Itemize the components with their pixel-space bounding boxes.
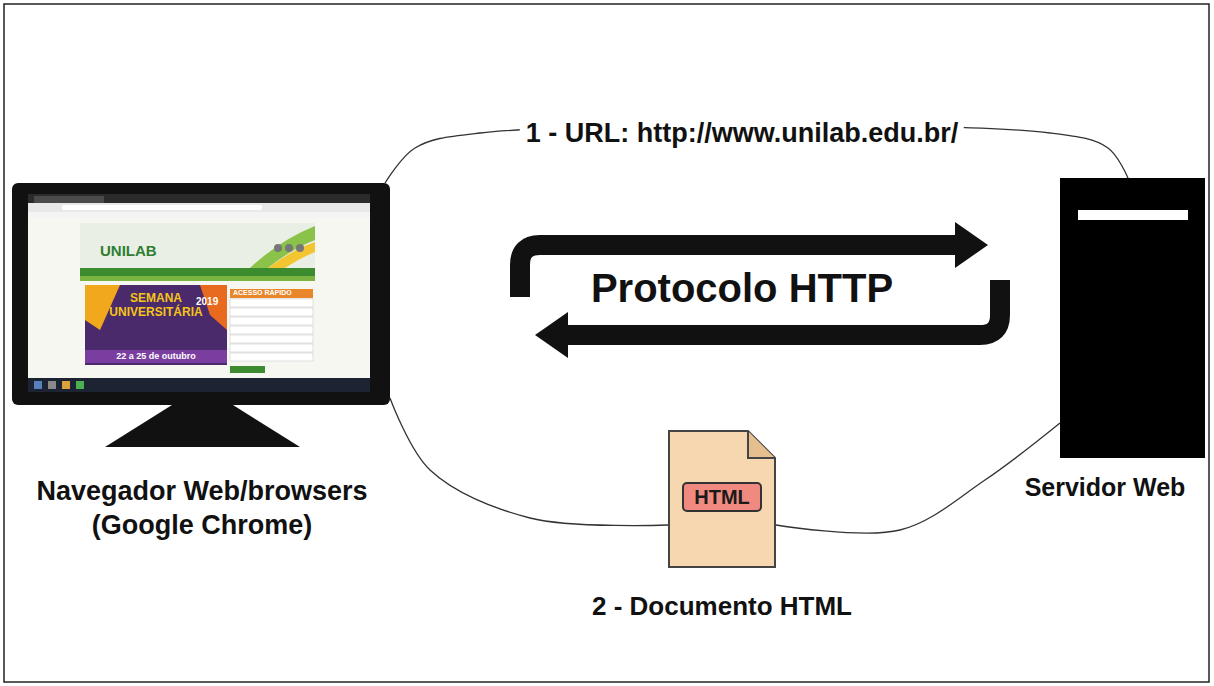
frame-border bbox=[4, 4, 1209, 682]
connector-line bbox=[390, 398, 668, 526]
site-subnav bbox=[80, 276, 315, 281]
connector-line bbox=[776, 423, 1060, 533]
sidebar-row bbox=[230, 299, 313, 307]
header-swoosh bbox=[268, 242, 315, 268]
site-header bbox=[80, 223, 315, 268]
document-fold bbox=[748, 431, 775, 458]
document-body bbox=[669, 431, 775, 567]
sidebar-header bbox=[230, 289, 313, 298]
address-bar bbox=[62, 205, 262, 210]
header-swoosh bbox=[250, 226, 315, 268]
node-label: 2 - Documento HTML bbox=[552, 590, 892, 623]
server-illustration bbox=[1060, 178, 1205, 458]
page-background bbox=[28, 218, 370, 378]
banner-shape bbox=[200, 285, 227, 330]
protocol-arrows bbox=[520, 222, 1000, 358]
edge-label: 1 - URL: http://www.unilab.edu.br/ bbox=[520, 118, 964, 149]
social-icon bbox=[285, 244, 293, 252]
arrow-head bbox=[535, 312, 568, 358]
bookmarks-bar bbox=[28, 212, 370, 218]
browser-tab bbox=[34, 196, 104, 203]
protocol-label: Protocolo HTTP bbox=[542, 265, 942, 311]
monitor-illustration bbox=[12, 183, 390, 447]
banner-year: 2019 bbox=[196, 296, 218, 308]
node-label: Navegador Web/browsers (Google Chrome) bbox=[2, 475, 402, 543]
social-icon bbox=[274, 244, 282, 252]
sidebar-button bbox=[230, 366, 265, 373]
monitor-stand bbox=[105, 405, 300, 447]
sidebar-row bbox=[230, 353, 313, 361]
taskbar-icon bbox=[76, 381, 84, 389]
site-logo: UNILAB bbox=[100, 242, 157, 259]
taskbar-icon bbox=[48, 381, 56, 389]
sidebar-row bbox=[230, 344, 313, 352]
sidebar-row bbox=[230, 317, 313, 325]
screen bbox=[28, 194, 370, 392]
taskbar-icon bbox=[34, 381, 42, 389]
web-server: Servidor Web bbox=[1060, 178, 1205, 458]
sidebar-row bbox=[230, 326, 313, 334]
server-tower bbox=[1060, 178, 1205, 458]
site-nav bbox=[80, 268, 315, 276]
arrow-head bbox=[955, 222, 988, 268]
browser-toolbar bbox=[28, 203, 370, 212]
browser-tabbar bbox=[28, 194, 370, 203]
banner-date: 22 a 25 de outubro bbox=[85, 351, 227, 361]
html-document: HTML2 - Documento HTML bbox=[668, 430, 776, 568]
social-icon bbox=[296, 244, 304, 252]
node-label: Servidor Web bbox=[995, 472, 1214, 503]
server-slot bbox=[1078, 210, 1188, 220]
taskbar bbox=[28, 378, 370, 392]
sidebar-row bbox=[230, 335, 313, 343]
banner-date-bar bbox=[85, 350, 227, 363]
sidebar-row bbox=[230, 308, 313, 316]
monitor-bezel bbox=[12, 183, 390, 405]
file-badge: HTML bbox=[682, 482, 762, 512]
sidebar-title: ACESSO RÁPIDO bbox=[233, 289, 292, 297]
taskbar-icon bbox=[62, 381, 70, 389]
event-banner bbox=[85, 285, 227, 365]
